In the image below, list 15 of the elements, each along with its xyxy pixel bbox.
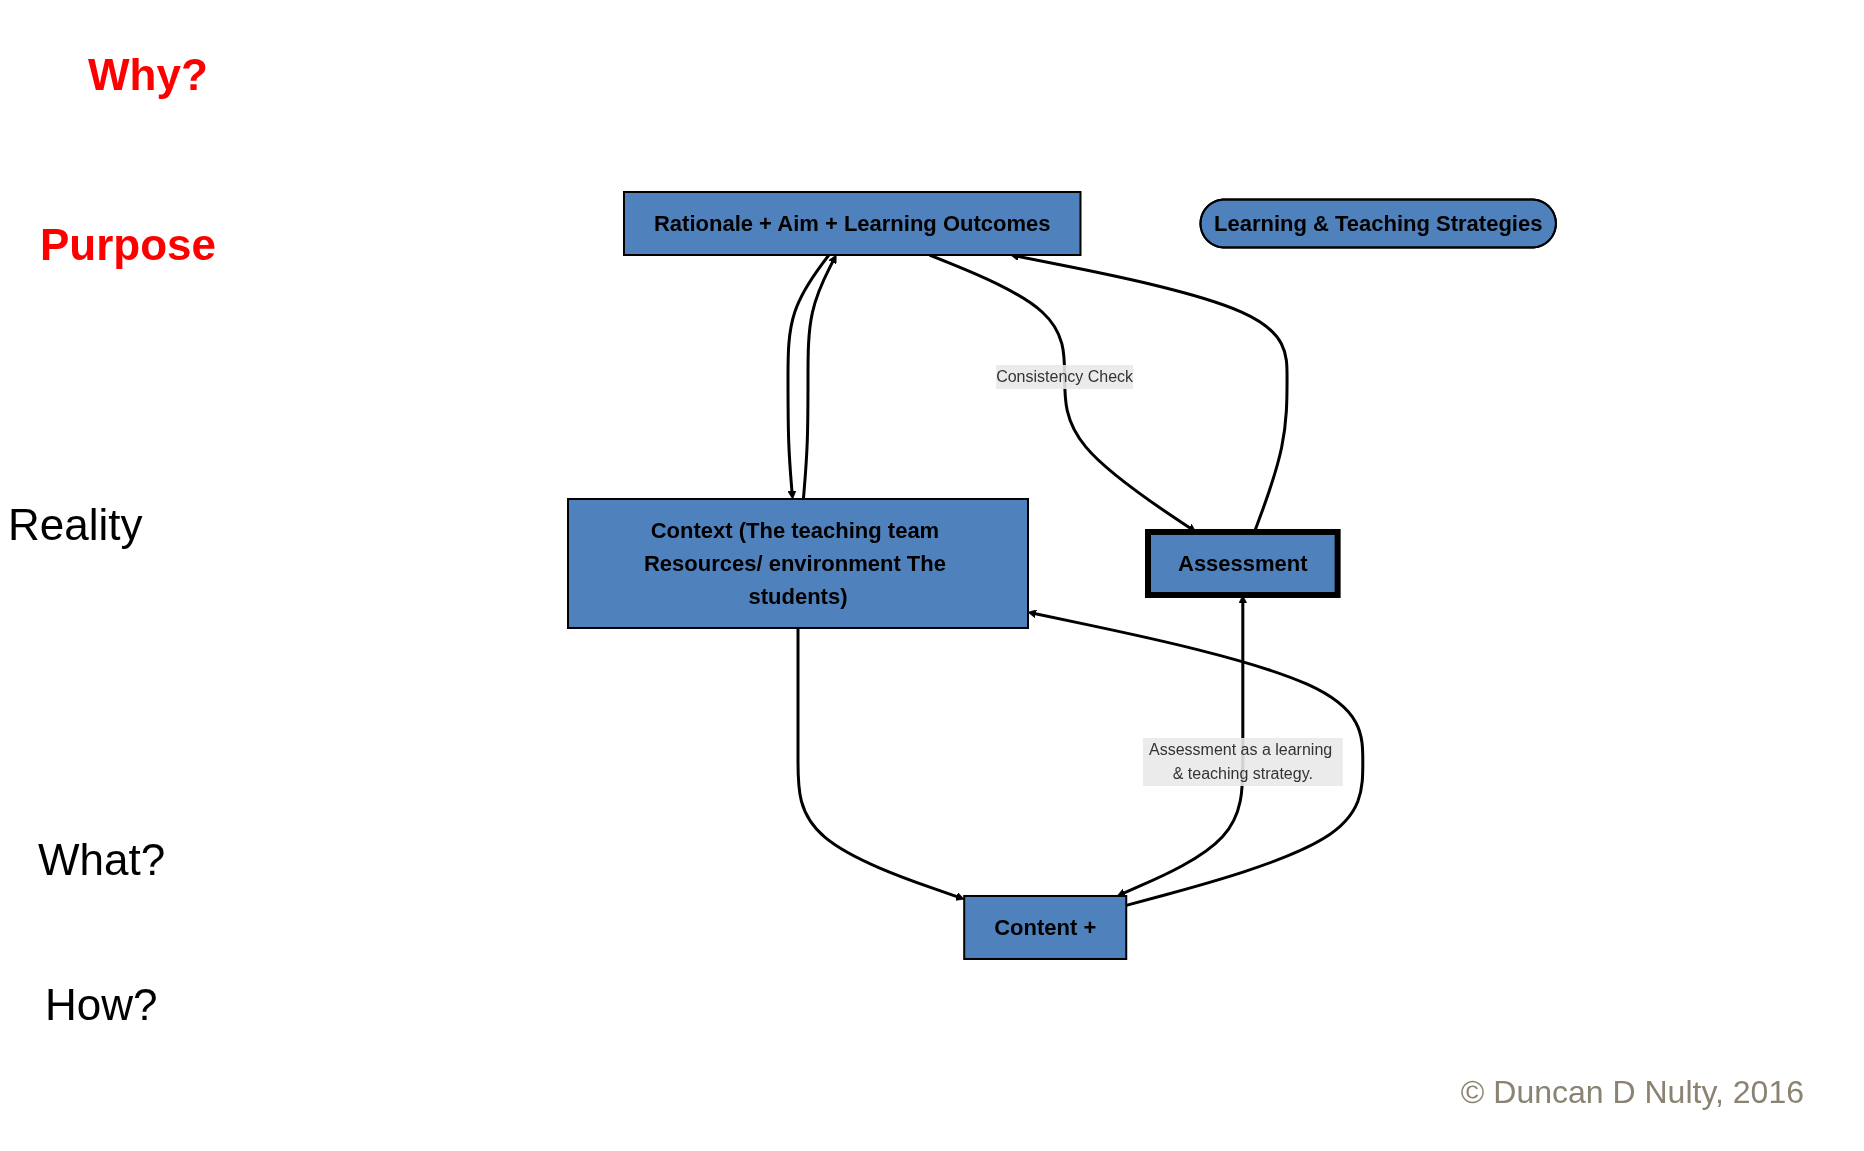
copyright-note: © Duncan D Nulty, 2016 xyxy=(1460,1074,1804,1111)
node-box: Assessment xyxy=(1145,529,1341,598)
row-label: How? xyxy=(45,980,158,1030)
row-label: Reality xyxy=(8,500,143,550)
node-box: Rationale + Aim + Learning Outcomes xyxy=(623,191,1082,256)
node-box: Content + xyxy=(963,895,1128,960)
edge-label: Assessment as a learning & teaching strategy. xyxy=(1149,740,1333,782)
arrow xyxy=(801,254,837,500)
row-label: Why? xyxy=(88,50,208,100)
row-label: Purpose xyxy=(40,220,217,270)
node-box: Context (The teaching team Resources/ environment The students) xyxy=(567,498,1030,629)
edge-label: Consistency Check xyxy=(996,368,1134,385)
arrow xyxy=(796,628,965,901)
row-label: What? xyxy=(38,835,166,885)
arrow xyxy=(786,254,831,500)
